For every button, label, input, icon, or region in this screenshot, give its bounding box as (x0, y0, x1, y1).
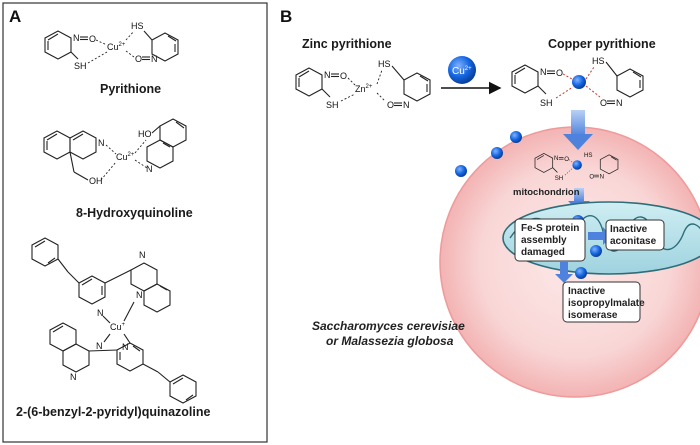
svg-text:aconitase: aconitase (610, 236, 657, 247)
structure-zinc-pyrithione: N O SH Zn2+ HS O N (295, 59, 431, 110)
svg-text:O: O (387, 100, 394, 110)
svg-text:damaged: damaged (521, 247, 565, 258)
structure-copper-pyrithione: N O SH HS O N (511, 56, 644, 108)
svg-text:O: O (556, 68, 563, 78)
svg-text:N: N (600, 174, 604, 181)
svg-text:Zn2+: Zn2+ (355, 84, 373, 94)
mito-arrow-shaft (574, 188, 584, 202)
svg-text:Cu2+: Cu2+ (116, 152, 135, 162)
svg-text:O: O (340, 71, 347, 81)
svg-text:N: N (136, 290, 143, 300)
svg-text:N: N (97, 308, 104, 318)
svg-text:OH: OH (89, 176, 103, 186)
svg-text:Cu+: Cu+ (110, 322, 126, 332)
svg-text:O: O (135, 54, 142, 64)
compound-label-8-hydroxyquinoline: 8-Hydroxyquinoline (76, 206, 193, 220)
copper-ion-bound (572, 75, 586, 89)
svg-text:HS: HS (592, 56, 605, 66)
uptake-arrow-shaft (571, 110, 585, 136)
svg-text:Inactive: Inactive (610, 224, 648, 235)
svg-text:N: N (96, 341, 103, 351)
free-copper-ion (510, 131, 522, 143)
svg-text:N: N (540, 67, 547, 77)
svg-text:N: N (554, 155, 558, 162)
panel-a-letter: A (9, 7, 21, 26)
svg-text:N: N (139, 250, 146, 260)
box-inactive-isomerase: Inactive isopropylmalate isomerase (562, 281, 645, 323)
svg-text:N: N (146, 164, 153, 174)
svg-text:Cu2+: Cu2+ (107, 42, 126, 52)
svg-text:N: N (122, 342, 129, 352)
copper-ion-reagent (448, 56, 476, 84)
panel-b-letter: B (280, 7, 292, 26)
svg-text:Inactive: Inactive (568, 286, 606, 297)
svg-text:assembly: assembly (521, 235, 567, 246)
svg-text:HS: HS (584, 152, 593, 159)
svg-text:HO: HO (138, 129, 152, 139)
svg-text:HS: HS (378, 59, 391, 69)
arrow-to-isomerase (555, 262, 573, 283)
compound-label-pyrithione: Pyrithione (100, 82, 161, 96)
box-inactive-aconitase: Inactive aconitase (605, 219, 665, 251)
organism-label-line1: Saccharomyces cerevisiae (312, 319, 465, 333)
mito-copper-ion (590, 245, 602, 257)
mito-copper-ion (575, 267, 587, 279)
svg-text:isomerase: isomerase (568, 310, 618, 321)
svg-text:O: O (564, 156, 569, 163)
svg-text:N: N (324, 70, 331, 80)
svg-text:SH: SH (326, 100, 339, 110)
svg-text:O: O (589, 174, 594, 181)
compound-label-benzylpyridylquinazoline: 2-(6-benzyl-2-pyridyl)quinazoline (16, 405, 211, 419)
organism-label-line2: or Malassezia globosa (326, 334, 454, 348)
svg-text:N: N (70, 372, 77, 382)
structure-cu-pyrithione: N O SH Cu2+ HS O N (44, 21, 179, 71)
structure-cu-benzylpyridylquinazoline: N N N Cu+ N N N (31, 237, 197, 404)
svg-text:N: N (151, 54, 158, 64)
copper-pyrithione-label: Copper pyrithione (548, 37, 656, 51)
zinc-pyrithione-label: Zinc pyrithione (302, 37, 392, 51)
svg-text:N: N (73, 33, 80, 43)
box-fes-assembly: Fe-S protein assembly damaged (514, 218, 586, 262)
svg-text:SH: SH (555, 175, 564, 182)
svg-text:SH: SH (540, 98, 553, 108)
copper-ion-label: Cu2+ (452, 66, 472, 77)
uptake-arrow-head (563, 134, 593, 150)
svg-text:N: N (616, 98, 623, 108)
svg-text:N: N (98, 138, 105, 148)
panel-a-border (2, 2, 268, 443)
free-copper-ion (455, 165, 467, 177)
svg-text:Fe-S protein: Fe-S protein (521, 223, 579, 234)
mitochondrion-label: mitochondrion (513, 187, 580, 198)
structure-cu-8-hydroxyquinoline: N OH Cu2+ HO N (43, 118, 187, 186)
svg-text:O: O (89, 34, 96, 44)
free-copper-ion (491, 147, 503, 159)
svg-text:isopropylmalate: isopropylmalate (568, 298, 645, 309)
arrow-to-aconitase (588, 227, 611, 245)
svg-text:HS: HS (131, 21, 144, 31)
structure-copper-pyrithione-intracellular: N O SH HS O N (534, 152, 619, 182)
svg-text:SH: SH (74, 61, 87, 71)
svg-text:N: N (403, 100, 410, 110)
svg-text:O: O (600, 98, 607, 108)
